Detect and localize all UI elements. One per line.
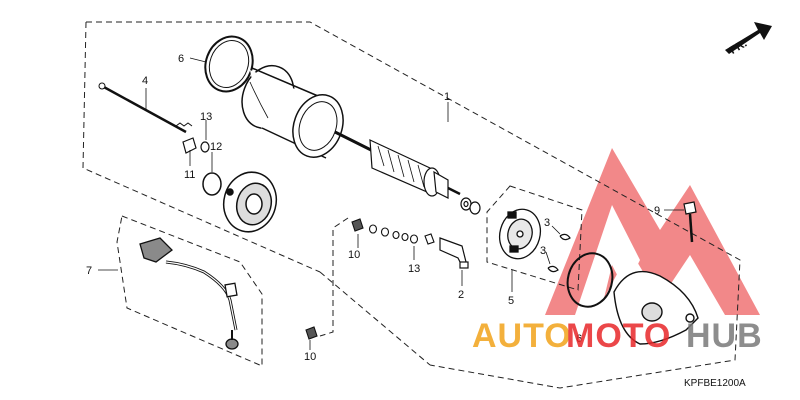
brush-holder xyxy=(498,208,542,260)
o-ring-rear xyxy=(566,252,614,308)
terminal-hardware xyxy=(351,218,435,245)
bolt-part-9 xyxy=(683,201,697,243)
callout-13-mid: 13 xyxy=(408,263,420,275)
motor-case xyxy=(241,64,344,160)
callout-10-lower: 10 xyxy=(304,351,316,363)
front-arrow-icon: FR. xyxy=(725,22,772,57)
callout-5: 5 xyxy=(508,295,514,307)
leader-lines xyxy=(98,57,684,350)
washer-part-13-top xyxy=(200,141,210,153)
callout-2: 2 xyxy=(458,289,464,301)
callout-10-mid: 10 xyxy=(348,249,360,261)
long-bolt xyxy=(98,82,193,134)
hardware-bracket xyxy=(319,217,349,337)
front-end-cover xyxy=(222,171,278,233)
assembly-outline xyxy=(82,21,741,389)
callout-9: 9 xyxy=(654,205,660,217)
callout-3-upper: 3 xyxy=(544,217,550,229)
reference-code: KPFBE1200A xyxy=(684,378,746,389)
brush-holder-box xyxy=(486,185,583,291)
callout-11: 11 xyxy=(184,169,195,181)
callout-7: 7 xyxy=(86,265,92,277)
callout-6-rear: 6 xyxy=(576,333,582,345)
watermark-auto: AUTO xyxy=(472,317,572,355)
rear-end-cover xyxy=(613,270,699,345)
callout-4: 4 xyxy=(142,75,148,87)
callout-labels: 6 4 13 12 11 1 7 10 13 2 5 3 3 9 6 10 xyxy=(86,53,660,363)
watermark-hub: HUB xyxy=(686,317,763,355)
callout-6-top: 6 xyxy=(178,53,184,65)
watermark-text: AUTO MOTO HUB xyxy=(472,317,763,355)
callout-13-top: 13 xyxy=(200,111,212,123)
terminal-bolt xyxy=(439,237,469,269)
armature xyxy=(334,130,461,199)
callout-12: 12 xyxy=(210,141,222,153)
watermark-moto: MOTO xyxy=(566,317,671,355)
armature-washers xyxy=(460,197,481,215)
callout-1: 1 xyxy=(444,91,450,103)
callout-3-lower: 3 xyxy=(540,245,546,257)
harness-box xyxy=(116,215,263,367)
o-ring-part-12 xyxy=(202,172,222,196)
nut-part-10-lower xyxy=(305,326,318,340)
brush-springs xyxy=(547,233,571,273)
starter-cable xyxy=(139,237,239,350)
nut-part-11 xyxy=(182,137,197,154)
